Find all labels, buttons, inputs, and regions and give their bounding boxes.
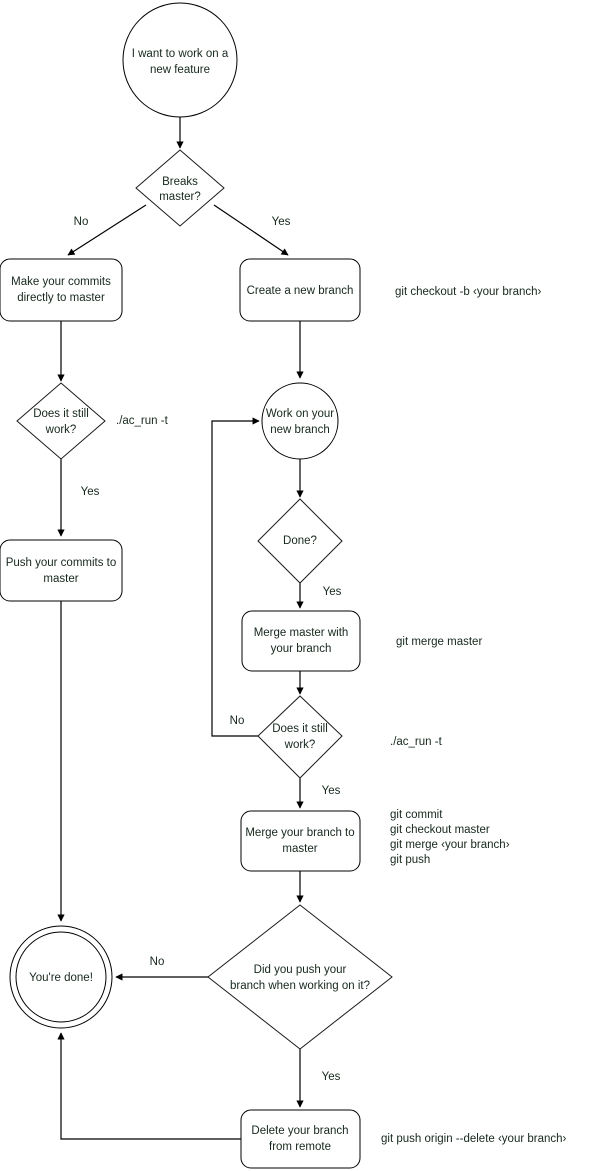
node-work-branch[interactable]: Work on your new branch [261, 382, 339, 460]
node-did-push-label-line2: branch when working on it? [230, 980, 370, 992]
edge-label-did-push-yes: Yes [322, 1071, 341, 1083]
annotation-git-checkout-b: git checkout -b ‹your branch› [395, 286, 542, 298]
node-merge-branch[interactable]: Merge your branch to master [240, 810, 361, 872]
edge-label-breaks-no: No [74, 216, 89, 228]
node-does-it-work-right-label-line2: work? [284, 739, 316, 751]
node-create-branch[interactable]: Create a new branch [239, 258, 361, 322]
node-merge-branch-label-line2: master [282, 843, 317, 855]
node-merge-master-label-line1: Merge master with [254, 627, 349, 639]
node-start[interactable]: I want to work on a new feature [122, 2, 238, 118]
node-does-it-work-left[interactable]: Does it still work? [16, 382, 106, 460]
annotation-git-merge-master: git merge master [396, 636, 482, 648]
node-push-commits-label-line1: Push your commits to [6, 557, 117, 569]
node-youre-done[interactable]: You're done! [9, 925, 113, 1029]
node-merge-master[interactable]: Merge master with your branch [241, 610, 361, 672]
annotation-ac-run-right: ./ac_run -t [390, 736, 443, 748]
node-make-commits[interactable]: Make your commits directly to master [0, 258, 123, 322]
node-does-it-work-left-label-line2: work? [45, 424, 77, 436]
node-breaks-master[interactable]: Breaks master? [135, 149, 225, 227]
node-create-branch-label-line1: Create a new branch [247, 285, 354, 297]
node-breaks-master-label-line1: Breaks [162, 176, 198, 188]
node-start-label-line1: I want to work on a [132, 48, 229, 60]
node-delete-branch-label-line1: Delete your branch [251, 1125, 348, 1137]
node-does-it-work-right-label-line1: Does it still [272, 723, 328, 735]
edge-delete-to-done [57, 1032, 241, 1140]
annotation-commit-block-line3: git merge ‹your branch› [390, 839, 510, 851]
annotation-commit-block-line4: git push [390, 854, 430, 866]
annotation-commit-block-line2: git checkout master [390, 824, 490, 836]
edge-breaks-no [67, 204, 147, 256]
edge-breaks-yes [213, 204, 289, 256]
edge-label-work-left-yes: Yes [81, 486, 100, 498]
node-push-commits-label-line2: master [43, 573, 78, 585]
node-work-branch-label-line2: new branch [270, 424, 329, 436]
edge-label-work-right-no: No [230, 715, 245, 727]
node-delete-branch-label-line2: from remote [269, 1141, 331, 1153]
edge-workq-no-loop [211, 417, 260, 737]
node-start-label-line2: new feature [150, 64, 210, 76]
edge-label-did-push-no: No [150, 956, 165, 968]
node-work-branch-label-line1: Work on your [266, 408, 334, 420]
edge-label-breaks-yes: Yes [272, 216, 291, 228]
edge-label-done-yes: Yes [323, 586, 342, 598]
node-delete-branch[interactable]: Delete your branch from remote [240, 1109, 361, 1169]
node-does-it-work-right[interactable]: Does it still work? [257, 695, 343, 779]
node-youre-done-label: You're done! [29, 972, 93, 984]
node-does-it-work-left-label-line1: Does it still [33, 408, 89, 420]
annotations: git checkout -b ‹your branch› ./ac_run -… [116, 286, 567, 1145]
node-did-push[interactable]: Did you push your branch when working on… [207, 904, 393, 1050]
node-make-commits-label-line1: Make your commits [11, 276, 111, 288]
node-done-question-label: Done? [283, 535, 317, 547]
node-done-question[interactable]: Done? [257, 498, 343, 584]
annotation-ac-run-left: ./ac_run -t [116, 415, 169, 427]
annotation-git-push-origin-delete: git push origin --delete ‹your branch› [381, 1133, 567, 1145]
node-make-commits-label-line2: directly to master [17, 292, 105, 304]
node-merge-branch-label-line1: Merge your branch to [245, 827, 354, 839]
node-breaks-master-label-line2: master? [159, 191, 201, 203]
node-push-commits[interactable]: Push your commits to master [0, 539, 123, 602]
edge-labels: No Yes Yes Yes No Yes No Yes [74, 216, 342, 1083]
node-did-push-label-line1: Did you push your [254, 964, 347, 976]
connectors [57, 117, 304, 1140]
edge-label-work-right-yes: Yes [322, 785, 341, 797]
node-merge-master-label-line2: your branch [271, 643, 332, 655]
annotation-commit-block-line1: git commit [390, 809, 443, 821]
